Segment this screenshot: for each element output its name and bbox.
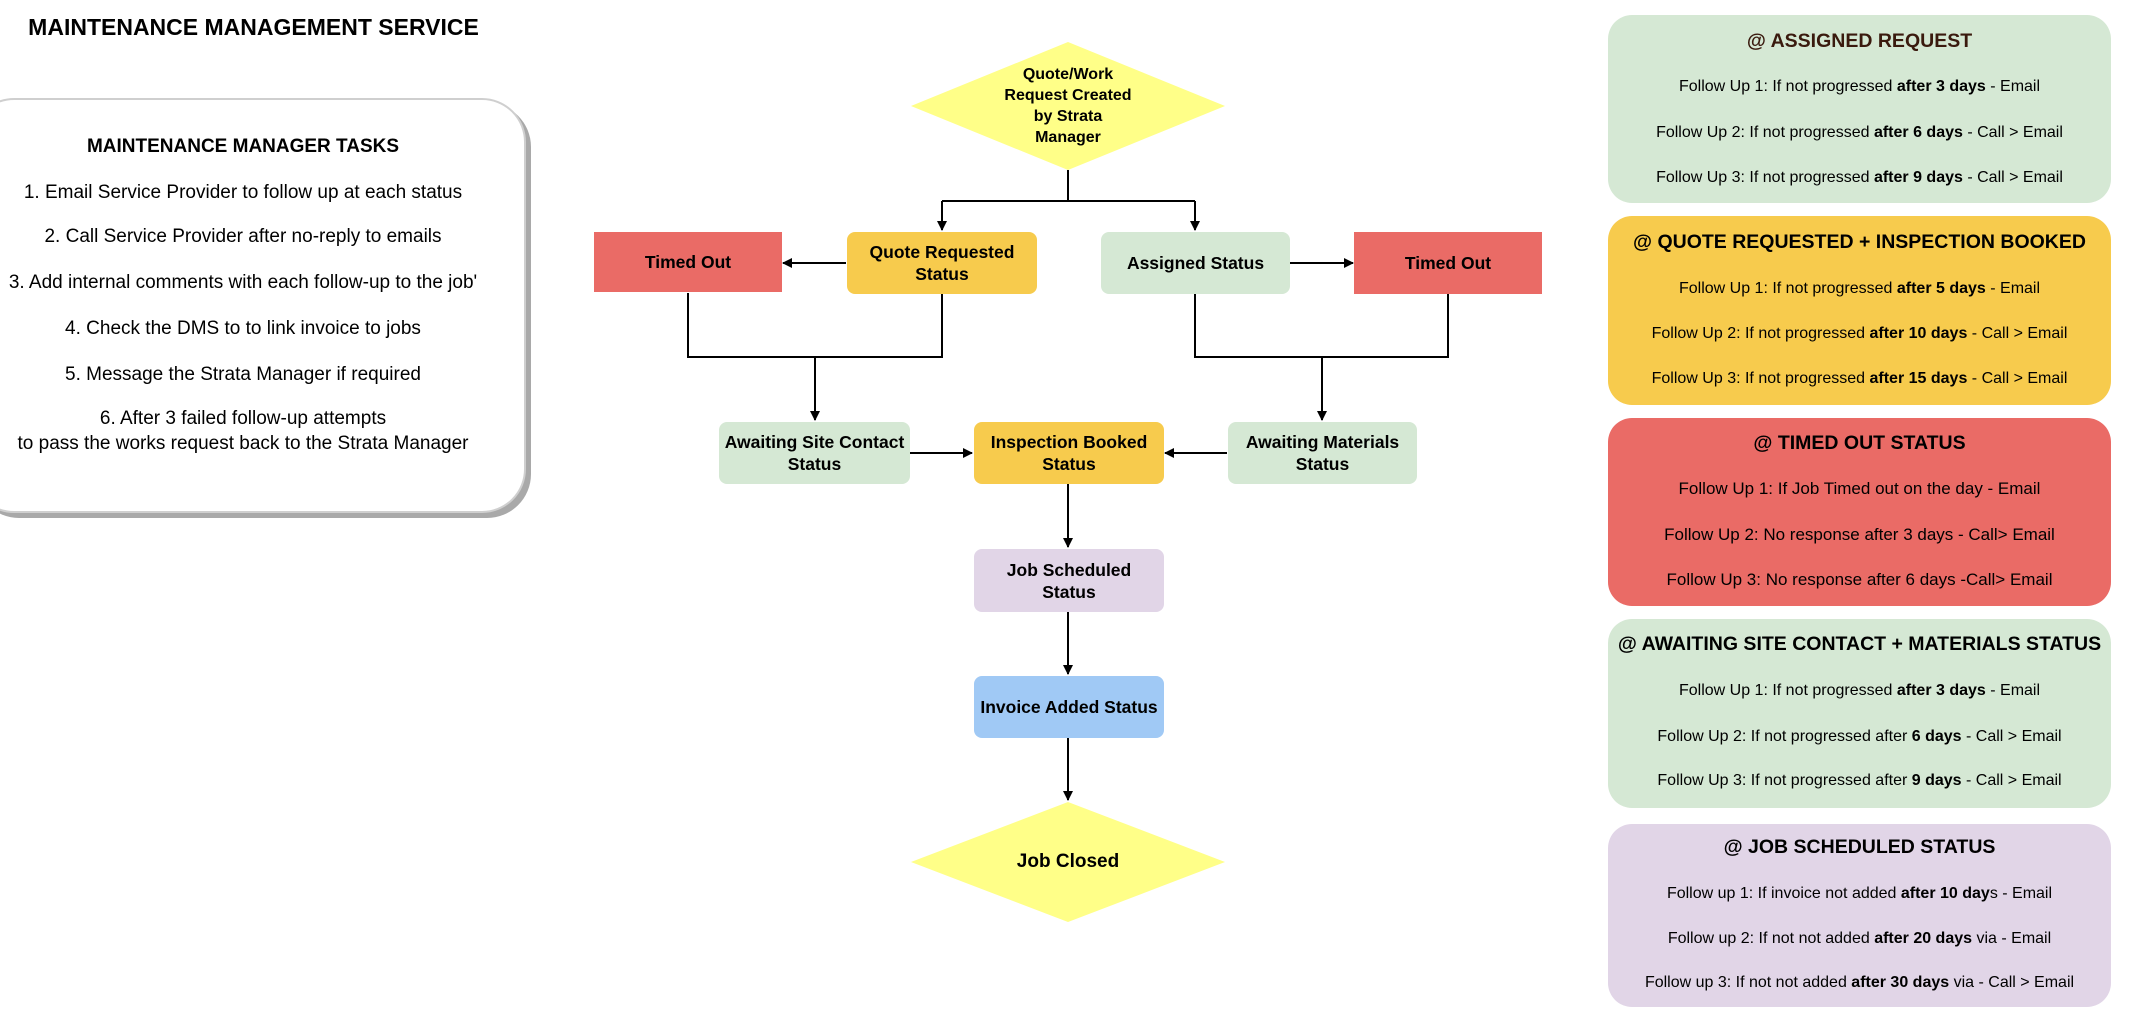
rule-card-quote-inspection: @ QUOTE REQUESTED + INSPECTION BOOKED Fo… xyxy=(1608,216,2111,405)
task-item: 1. Email Service Provider to follow up a… xyxy=(23,182,463,203)
rule-card-job-scheduled: @ JOB SCHEDULED STATUS Follow up 1: If i… xyxy=(1608,824,2111,1007)
timed-out-right-node: Timed Out xyxy=(1354,232,1542,294)
inspection-booked-node: Inspection Booked Status xyxy=(974,422,1164,484)
tasks-panel xyxy=(0,98,526,513)
rule-line: Follow Up 3: If not progressed after 9 d… xyxy=(1657,772,2062,789)
timed-out-left-node: Timed Out xyxy=(594,232,782,292)
rule-card-timed-out: @ TIMED OUT STATUS Follow Up 1: If Job T… xyxy=(1608,418,2111,606)
rule-line: Follow up 3: If not not added after 30 d… xyxy=(1644,974,2075,991)
awaiting-materials-node: Awaiting Materials Status xyxy=(1228,422,1417,484)
task-item: 2. Call Service Provider after no-reply … xyxy=(44,226,442,247)
rule-line: Follow Up 2: If not progressed after 10 … xyxy=(1651,325,2068,342)
invoice-added-node: Invoice Added Status xyxy=(974,676,1164,738)
task-item: 6. After 3 failed follow-up attempts xyxy=(99,408,387,429)
job-scheduled-node: Job Scheduled Status xyxy=(974,549,1164,612)
rule-card-title: @ TIMED OUT STATUS xyxy=(1753,432,1966,454)
page-title: MAINTENANCE MANAGEMENT SERVICE xyxy=(28,14,479,40)
connector-right-merge xyxy=(1194,293,1449,420)
task-item: 4. Check the DMS to to link invoice to j… xyxy=(65,318,421,339)
task-item: 5. Message the Strata Manager if require… xyxy=(65,364,421,385)
rule-line: Follow Up 3: If not progressed after 15 … xyxy=(1651,370,2068,387)
connector-left-merge xyxy=(687,293,943,420)
rule-line: Follow Up 1: If not progressed after 5 d… xyxy=(1678,280,2041,297)
rule-card-title: @ JOB SCHEDULED STATUS xyxy=(1723,836,1996,858)
rule-line: Follow Up 2: If not progressed after 6 d… xyxy=(1656,124,2063,141)
rule-line: Follow up 2: If not not added after 20 d… xyxy=(1667,930,2052,947)
rule-line: Follow Up 2: No response after 3 days - … xyxy=(1664,525,2055,544)
rule-card-title: @ ASSIGNED REQUEST xyxy=(1746,30,1973,52)
tasks-heading: MAINTENANCE MANAGER TASKS xyxy=(86,136,400,157)
awaiting-site-contact-node: Awaiting Site Contact Status xyxy=(719,422,910,484)
task-item: 3. Add internal comments with each follo… xyxy=(8,272,478,293)
job-closed-label: Job Closed xyxy=(1016,851,1120,872)
rule-card-awaiting: @ AWAITING SITE CONTACT + MATERIALS STAT… xyxy=(1608,619,2111,808)
rule-line: Follow Up 3: If not progressed after 9 d… xyxy=(1656,169,2063,186)
rule-line: Follow up 1: If invoice not added after … xyxy=(1666,885,2053,902)
rule-card-title: @ AWAITING SITE CONTACT + MATERIALS STAT… xyxy=(1617,633,2102,655)
rule-card-assigned: @ ASSIGNED REQUEST Follow Up 1: If not p… xyxy=(1608,15,2111,203)
start-node-label: Quote/Work Request Created by Strata Man… xyxy=(1004,66,1132,146)
task-item: to pass the works request back to the St… xyxy=(17,433,469,454)
connector-start-split xyxy=(942,170,1195,202)
rule-line: Follow Up 1: If Job Timed out on the day… xyxy=(1678,479,2041,498)
rule-line: Follow Up 2: If not progressed after 6 d… xyxy=(1657,728,2062,745)
start-diamond xyxy=(911,42,1225,170)
rule-card-title: @ QUOTE REQUESTED + INSPECTION BOOKED xyxy=(1633,231,2086,253)
rule-line: Follow Up 1: If not progressed after 3 d… xyxy=(1678,682,2041,699)
rule-line: Follow Up 3: No response after 6 days -C… xyxy=(1666,570,2053,589)
assigned-node: Assigned Status xyxy=(1101,232,1290,294)
quote-requested-node: Quote Requested Status xyxy=(847,232,1037,294)
rule-line: Follow Up 1: If not progressed after 3 d… xyxy=(1678,78,2041,95)
job-closed-diamond xyxy=(911,802,1225,922)
